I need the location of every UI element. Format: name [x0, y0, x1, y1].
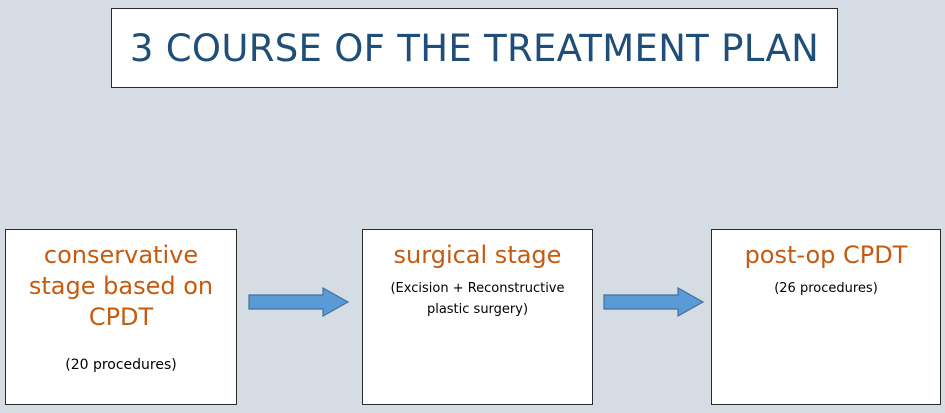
right-arrow-icon [248, 287, 350, 317]
stage-box-surgical: surgical stage (Excision + Reconstructiv… [362, 229, 593, 405]
right-arrow-icon [603, 287, 705, 317]
stage-title-line: surgical stage [393, 241, 562, 269]
stage-title-line: post-op CPDT [744, 241, 908, 269]
stage-note-line: (26 procedures) [774, 281, 878, 297]
stage-title: surgical stage [363, 240, 592, 271]
stage-title-line: CPDT [88, 303, 154, 332]
stage-title-line: conservative [43, 241, 199, 269]
stage-note: (20 procedures) [6, 354, 236, 376]
stage-note: (26 procedures) [712, 279, 940, 300]
stage-box-conservative: conservative stage based on CPDT (20 pro… [5, 229, 237, 405]
stage-box-post-op: post-op CPDT (26 procedures) [711, 229, 941, 405]
stage-note: (Excision + Reconstructive plastic surge… [363, 279, 592, 321]
stage-note-line: plastic surgery) [426, 301, 529, 317]
title-box: 3 COURSE OF THE TREATMENT PLAN [111, 8, 838, 88]
stage-title: post-op CPDT [712, 240, 940, 271]
arrow-shape [248, 287, 350, 317]
stage-title: conservative stage based on CPDT [6, 240, 236, 334]
arrow-shape [603, 287, 705, 317]
stage-note-line: (Excision + Reconstructive [390, 281, 565, 297]
diagram-title: 3 COURSE OF THE TREATMENT PLAN [129, 26, 820, 70]
stage-title-line: stage based on [28, 272, 214, 301]
stage-note-line: (20 procedures) [65, 356, 177, 373]
